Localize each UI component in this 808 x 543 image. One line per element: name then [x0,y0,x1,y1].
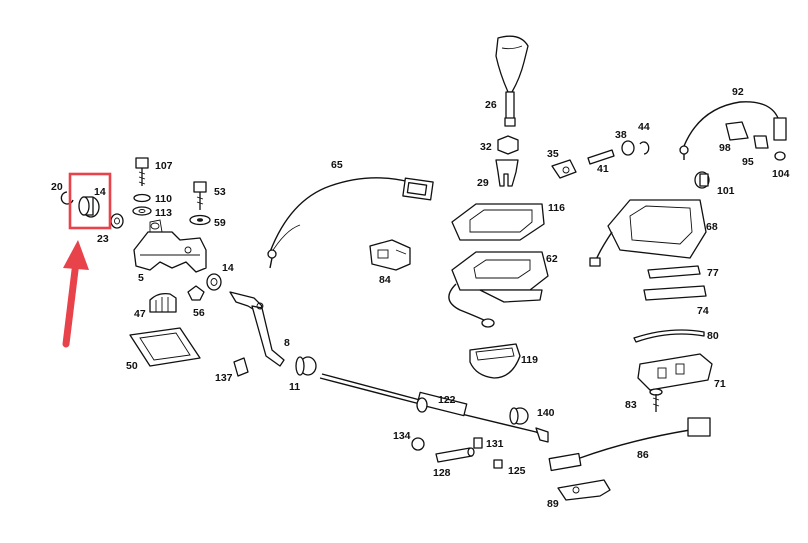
label-98: 98 [719,142,731,154]
part-68-console [589,199,707,267]
label-125: 125 [508,465,526,477]
part-107-bolt [135,157,149,186]
label-95: 95 [742,156,754,168]
part-50-gasket [129,327,201,367]
part-125-clip [493,459,503,469]
label-53: 53 [214,186,226,198]
label-92: 92 [732,86,744,98]
label-47: 47 [134,308,146,320]
label-134: 134 [393,430,411,442]
part-65-cable [267,177,434,269]
label-41: 41 [597,163,609,175]
part-32-nut [497,135,519,155]
label-59: 59 [214,217,226,229]
part-128-pin [435,447,475,463]
label-38: 38 [615,129,627,141]
part-44-clip [639,141,650,155]
label-140: 140 [537,407,555,419]
label-23: 23 [97,233,109,245]
label-107: 107 [155,160,173,172]
part-23-washer [110,213,124,229]
part-29-fork [495,159,519,187]
part-122-rod [319,373,549,443]
label-110: 110 [155,193,172,205]
label-104: 104 [772,168,790,180]
part-134-nut [411,437,425,451]
part-74-strip [643,285,707,301]
part-86-harness [548,417,711,472]
part-26-knob [495,35,529,127]
label-119: 119 [521,354,538,366]
label-89: 89 [547,498,559,510]
label-14: 14 [222,262,234,274]
label-8: 8 [284,337,290,349]
part-35-clip [551,159,577,179]
part-59-washer [189,214,211,226]
label-11: 11 [289,381,300,393]
part-89-bracket [557,479,611,501]
label-35: 35 [547,148,559,160]
label-137: 137 [215,372,233,384]
part-137-clip [233,357,249,377]
label-80: 80 [707,330,719,342]
part-8-lever [229,291,285,367]
label-84: 84 [379,274,391,286]
part-92-cable [679,101,787,160]
part-56-clip [187,285,205,301]
part-110-washer [133,193,151,203]
part-113-washer [132,206,152,216]
label-14-highlighted: 14 [94,186,106,198]
label-50: 50 [126,360,138,372]
label-65: 65 [331,159,343,171]
part-77-strip [647,265,701,279]
part-14-bushing [78,196,100,218]
label-131: 131 [486,438,504,450]
part-104-clip [774,151,786,161]
part-140-bushing [509,407,529,425]
label-32: 32 [480,141,492,153]
label-71: 71 [714,378,726,390]
label-101: 101 [717,185,735,197]
label-68: 68 [706,221,718,233]
part-98-clip [725,121,749,141]
label-116: 116 [548,202,565,214]
label-74: 74 [697,305,709,317]
label-77: 77 [707,267,719,279]
part-131-clip [473,437,483,449]
part-11-bushing [295,356,317,376]
part-53-bolt [193,181,207,210]
part-14-bushing-b [206,273,222,291]
part-38-bushing [621,140,635,156]
part-71-bracket [637,353,713,391]
part-84-switch [369,239,411,271]
label-128: 128 [433,467,451,479]
label-56: 56 [193,307,205,319]
part-47-bracket [149,292,177,313]
part-5-bracket [133,219,207,273]
label-5: 5 [138,272,144,284]
label-29: 29 [477,177,489,189]
part-41-pin [587,149,615,165]
part-119-boot [469,343,521,379]
label-62: 62 [546,253,558,265]
part-labels: 107 110 113 53 59 20 14 23 5 47 56 14 50… [51,86,790,510]
part-116-bezel [451,203,545,241]
highlight-box [68,172,112,230]
label-113: 113 [155,207,172,219]
label-86: 86 [637,449,649,461]
part-95-clip [753,135,769,149]
label-44: 44 [638,121,650,133]
part-80-strip [633,329,705,343]
label-20: 20 [51,181,63,193]
label-26: 26 [485,99,497,111]
label-83: 83 [625,399,637,411]
part-62-cover [448,251,549,328]
part-101-bushing [694,171,710,189]
pointer-arrow-icon [62,240,89,348]
part-83-screw [649,388,663,412]
label-122: 122 [438,394,456,406]
